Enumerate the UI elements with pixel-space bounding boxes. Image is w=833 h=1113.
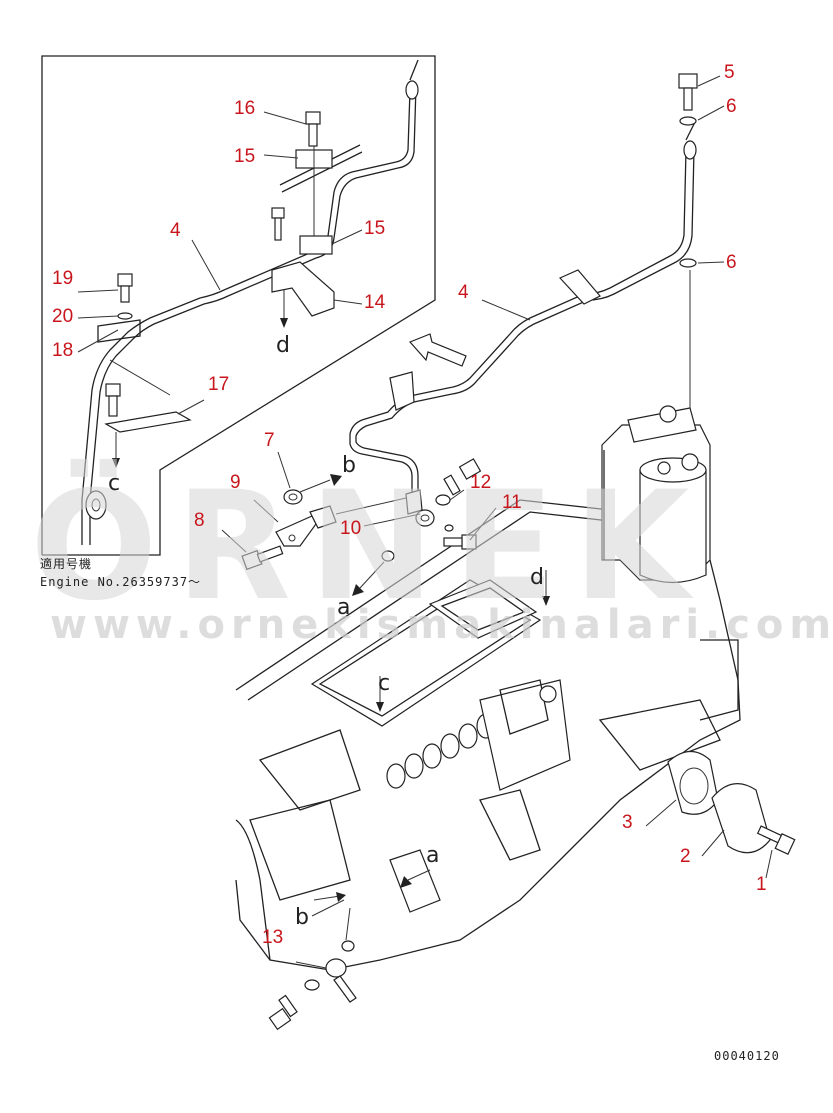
injector-row bbox=[386, 713, 496, 789]
callout-2: 2 bbox=[680, 846, 691, 867]
callout-19: 19 bbox=[52, 268, 73, 289]
flow-arrow-icon bbox=[408, 333, 467, 367]
ref-c-inset: c bbox=[108, 471, 120, 496]
engine-block bbox=[235, 499, 741, 971]
callout-15-top: 15 bbox=[234, 146, 255, 167]
callout-18: 18 bbox=[52, 340, 73, 361]
inset-bolt-16 bbox=[305, 111, 321, 147]
ref-a-engine: a bbox=[426, 843, 439, 868]
spacer-7 bbox=[283, 474, 342, 505]
inset-clamp-top bbox=[279, 130, 363, 240]
applicability-note: 適用号機 Engine No.26359737～ bbox=[40, 556, 201, 589]
reference-letters: a a b b c c d d bbox=[108, 333, 544, 930]
callout-6-top: 6 bbox=[726, 96, 737, 117]
bolt-11 bbox=[443, 534, 477, 550]
callout-4: 4 bbox=[458, 282, 469, 303]
watermark-url: www.ornekismakinalari.com.tr bbox=[50, 602, 833, 648]
oil-filter-housing bbox=[601, 405, 711, 584]
inset-plate-17 bbox=[104, 359, 192, 468]
clip-9 bbox=[275, 515, 317, 547]
callout-1: 1 bbox=[756, 874, 767, 895]
ref-b-engine: b bbox=[295, 905, 309, 930]
callout-8: 8 bbox=[194, 510, 205, 531]
callout-16: 16 bbox=[234, 98, 255, 119]
watermark: ÖRNEK www.ornekismakinalari.com.tr bbox=[30, 458, 833, 648]
ref-a-arrow: a bbox=[337, 595, 350, 620]
applicability-en: Engine No.26359737～ bbox=[40, 575, 201, 589]
callout-12: 12 bbox=[470, 472, 491, 493]
callout-7: 7 bbox=[264, 430, 275, 451]
washer-a bbox=[352, 550, 395, 596]
inset-bracket-14 bbox=[271, 207, 335, 328]
ref-d-engine: d bbox=[530, 565, 544, 590]
callout-13: 13 bbox=[262, 927, 283, 948]
callout-9: 9 bbox=[230, 472, 241, 493]
bracket-10 bbox=[309, 497, 407, 529]
part-callouts: 1 2 3 4 4 5 6 6 7 8 9 10 11 12 13 14 15 … bbox=[52, 62, 767, 948]
callout-15: 15 bbox=[364, 218, 385, 239]
inset-bolt-19 bbox=[117, 273, 133, 320]
callout-17: 17 bbox=[208, 374, 229, 395]
callout-6: 6 bbox=[726, 252, 737, 273]
bolt-5-washer-6 bbox=[678, 73, 698, 268]
callout-20: 20 bbox=[52, 306, 73, 327]
bolt-1 bbox=[756, 825, 796, 856]
ref-d-inset: d bbox=[276, 333, 290, 358]
drawing-code: 00040120 bbox=[714, 1049, 780, 1063]
applicability-jp: 適用号機 bbox=[40, 556, 92, 571]
callout-5: 5 bbox=[724, 62, 735, 83]
pipe-joint-10 bbox=[415, 509, 435, 527]
inset-oil-pipe bbox=[81, 59, 419, 545]
callout-3: 3 bbox=[622, 812, 633, 833]
main-oil-pipe bbox=[349, 119, 697, 515]
gasket-3 bbox=[667, 750, 719, 815]
ref-c-engine: c bbox=[378, 671, 390, 696]
callout-11: 11 bbox=[502, 492, 522, 513]
callout-4-inset: 4 bbox=[170, 220, 181, 241]
callout-10: 10 bbox=[340, 518, 361, 539]
cover-2 bbox=[711, 783, 771, 854]
banjo-13 bbox=[268, 907, 357, 1031]
ref-b-arrow: b bbox=[342, 453, 356, 478]
bolt-8 bbox=[241, 545, 284, 571]
bolt-12 bbox=[435, 458, 482, 532]
inset-detail-frame bbox=[41, 55, 436, 556]
watermark-brand: ÖRNEK bbox=[30, 458, 707, 634]
leader-lines bbox=[77, 75, 773, 969]
callout-14: 14 bbox=[364, 292, 386, 313]
